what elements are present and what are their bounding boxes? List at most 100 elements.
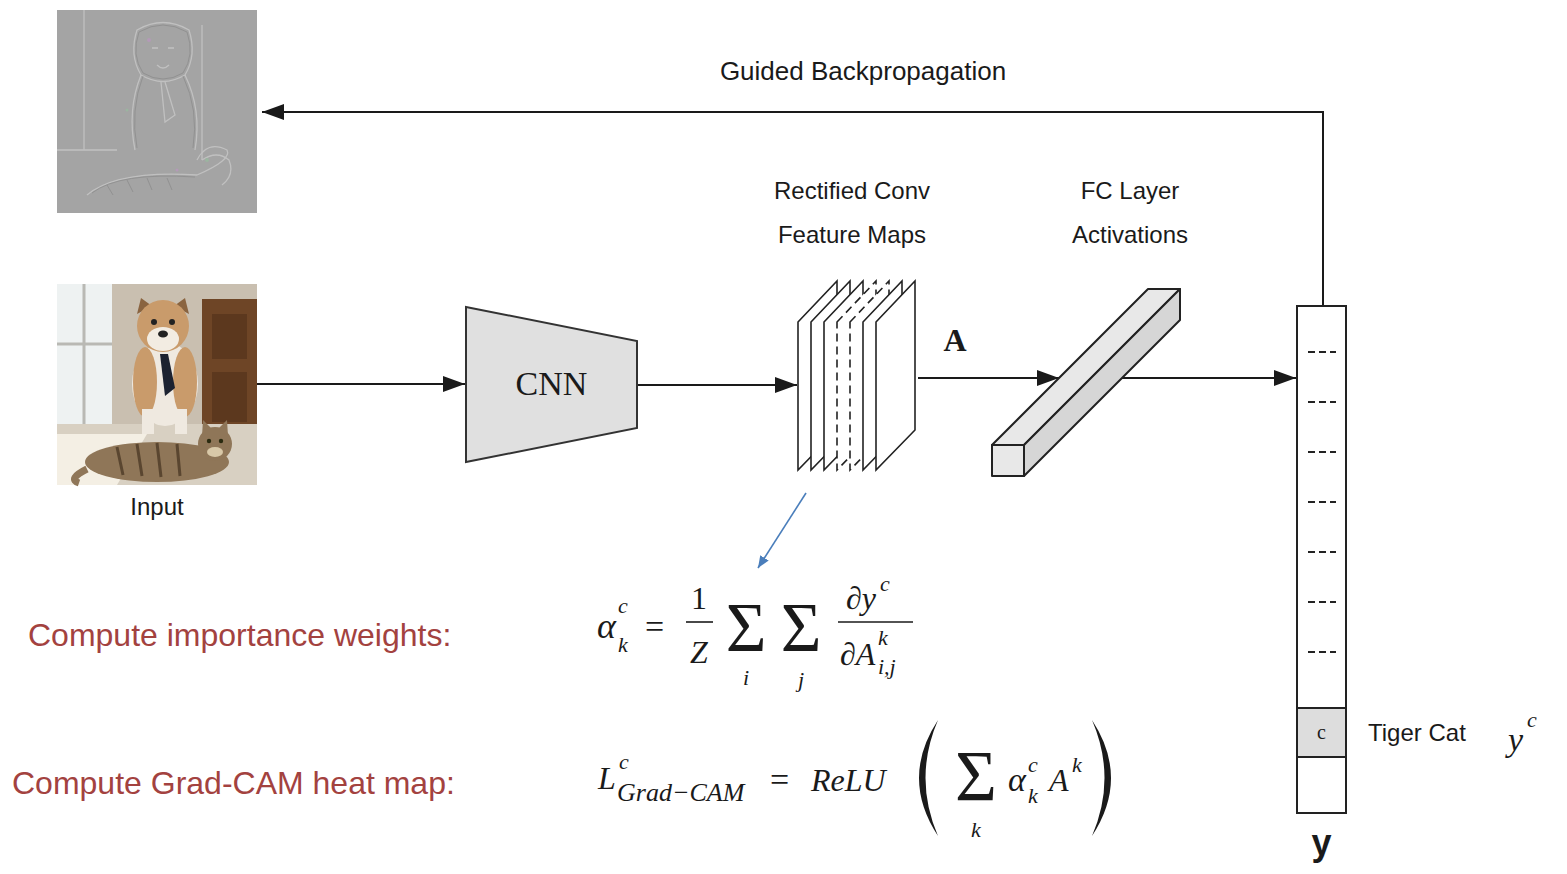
- class-cell: c: [1298, 707, 1345, 758]
- text-slot: Input: [37, 493, 277, 522]
- label-slot: i,j: [878, 654, 896, 679]
- fc-layer-bar-outline: [992, 289, 1181, 477]
- caption-label: Compute Grad-CAM heat map:: [12, 765, 455, 802]
- label-slot: ∂A: [840, 636, 875, 673]
- caption-label: Tiger Cat: [1368, 719, 1466, 747]
- feature-map-stack: Rectified Conv Feature Maps: [797, 280, 918, 472]
- formula-symbol: α: [1008, 760, 1026, 799]
- node-text: CNN: [516, 364, 588, 405]
- fraction-bar: [838, 621, 913, 623]
- label-slot: k: [618, 632, 628, 657]
- formula-symbol: Grad−CAM: [617, 778, 744, 808]
- label-slot: k: [1072, 752, 1082, 777]
- fraction-bar: [686, 621, 713, 623]
- label-slot: c: [1527, 707, 1537, 732]
- formula-symbol: ReLU: [811, 762, 886, 799]
- formula-symbol: c: [880, 571, 890, 596]
- arrow-connector: [638, 384, 797, 386]
- backprop-arrow: [262, 112, 1323, 305]
- node-text: FC Layer Activations: [1040, 169, 1220, 257]
- node-text: Rectified Conv Feature Maps: [752, 169, 952, 257]
- label-slot: Tiger Cat: [1368, 719, 1466, 747]
- label-slot: c: [619, 749, 629, 774]
- formula-symbol: k: [971, 817, 981, 842]
- label-slot: y: [1508, 720, 1523, 759]
- label-slot: c: [618, 593, 628, 618]
- arrow-connector: [918, 377, 1059, 379]
- label-slot: Σ: [781, 588, 822, 669]
- formula-symbol: k: [618, 632, 628, 657]
- formula-symbol: Σ: [781, 588, 822, 669]
- edge-label-slot: A: [941, 322, 968, 359]
- formula-symbol: c: [1527, 707, 1537, 732]
- formula-symbol: i: [743, 665, 749, 690]
- caption-label: Guided Backpropagation: [720, 57, 1006, 87]
- vector-dash: [1308, 651, 1336, 653]
- formula-symbol: c: [1028, 752, 1038, 777]
- text-slot: Rectified Conv Feature Maps: [752, 169, 952, 257]
- text-slot: c: [1298, 720, 1345, 744]
- fc-layer-bar: FC Layer Activations: [992, 289, 1181, 477]
- label-slot: =: [770, 760, 789, 799]
- output-vector: yc: [1296, 305, 1347, 814]
- label-slot: Σ: [955, 735, 997, 818]
- label-slot: k: [971, 817, 981, 842]
- label-slot: Grad−CAM: [617, 778, 744, 808]
- vector-dash: [1308, 351, 1336, 353]
- label-slot: L: [598, 760, 616, 797]
- formula-symbol: =: [770, 760, 789, 799]
- label-slot: ∂y: [846, 580, 876, 617]
- formula-symbol: =: [645, 607, 664, 646]
- text-slot: FC Layer Activations: [1040, 169, 1220, 257]
- formula-symbol: ∂A: [840, 636, 875, 673]
- label-slot: Σ: [726, 588, 767, 669]
- bar-face: [992, 445, 1024, 476]
- vector-dash: [1308, 401, 1336, 403]
- guided-backprop-image: [57, 10, 257, 213]
- formula-symbol: A: [1049, 762, 1069, 799]
- caption-label: Compute importance weights:: [28, 617, 451, 654]
- formula-symbol: Z: [690, 634, 708, 671]
- label-slot: c: [1028, 752, 1038, 777]
- label-slot: Compute importance weights:: [28, 617, 451, 654]
- edge-label: A: [941, 322, 968, 359]
- formula-symbol: 1: [691, 580, 707, 617]
- label-slot: A: [1049, 762, 1069, 799]
- bar-face: [1024, 289, 1180, 476]
- label-slot: ReLU: [811, 762, 886, 799]
- bar-face: [992, 289, 1180, 445]
- label-slot: c: [880, 571, 890, 596]
- formula-symbol: k: [1028, 783, 1038, 808]
- vector-dash: [1308, 551, 1336, 553]
- label-slot: Z: [690, 634, 708, 671]
- formula-symbol: k: [878, 625, 888, 650]
- feature-map-stack-outline: [797, 280, 918, 472]
- formula-symbol: c: [619, 749, 629, 774]
- label-slot: 1: [691, 580, 707, 617]
- node-text: Input: [130, 493, 183, 522]
- arrow-connector: [257, 383, 465, 385]
- vector-dash: [1308, 451, 1336, 453]
- label-slot: i: [743, 665, 749, 690]
- label-slot: k: [1028, 783, 1038, 808]
- label-slot: j: [798, 667, 804, 692]
- label-slot: Compute Grad-CAM heat map:: [12, 765, 455, 802]
- formula-symbol: y: [1508, 720, 1523, 759]
- node-text: c: [1317, 720, 1326, 744]
- input-image: Input: [57, 284, 257, 485]
- callout-arrow: [758, 493, 806, 568]
- input-photo: [57, 284, 257, 485]
- feature-map-sheet: [876, 281, 915, 470]
- label-slot: Guided Backpropagation: [720, 57, 1006, 87]
- left-paren: [919, 720, 938, 836]
- formula-symbol: ∂y: [846, 580, 876, 617]
- label-slot: k: [878, 625, 888, 650]
- text-slot: y: [1268, 821, 1375, 864]
- formula-symbol: k: [1072, 752, 1082, 777]
- node-text: y: [1311, 821, 1331, 864]
- vector-dash: [1308, 501, 1336, 503]
- formula-symbol: L: [598, 760, 616, 797]
- formula-symbol: c: [618, 593, 628, 618]
- formula-symbol: α: [597, 606, 616, 647]
